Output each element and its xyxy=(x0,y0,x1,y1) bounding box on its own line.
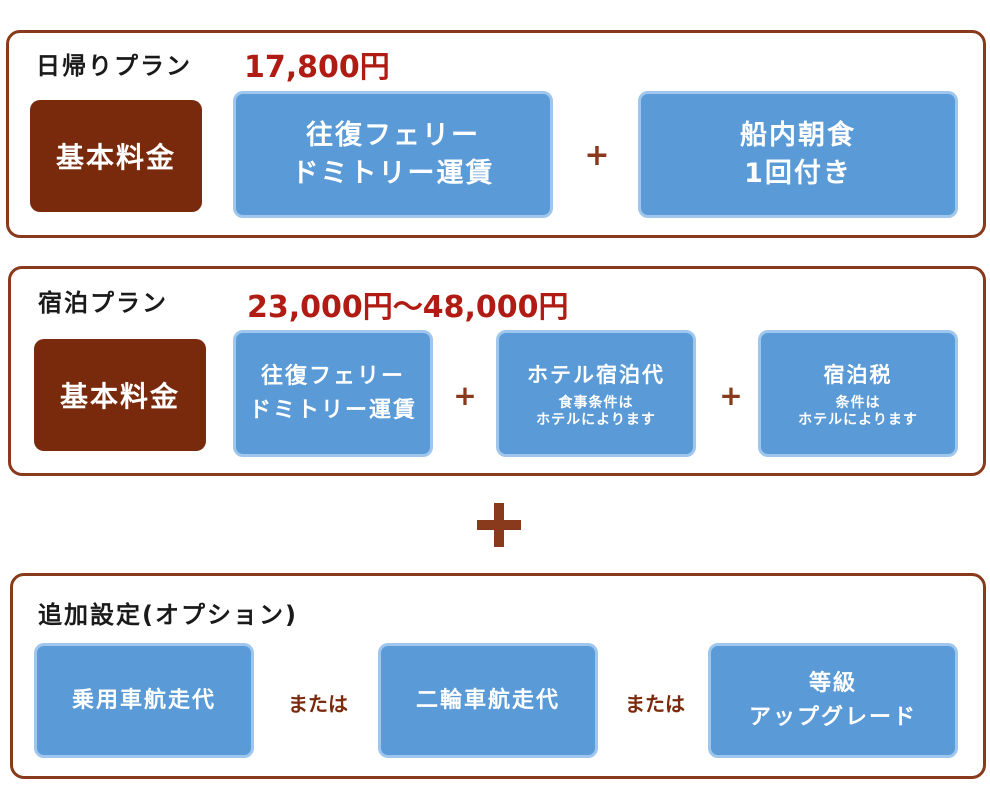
base-fee-label: 基本料金 xyxy=(59,380,180,413)
day-plan-plus: + xyxy=(584,138,610,173)
motorcycle-transport-label: 二輪車航走代 xyxy=(415,687,560,713)
tax-note-line-2: ホテルによります xyxy=(798,411,918,428)
day-plan-title: 日帰りプラン xyxy=(36,52,192,80)
stay-plan-price: 23,000円～48,000円 xyxy=(247,290,569,325)
ferry-line-1: 往復フェリー xyxy=(260,363,405,389)
lodging-tax-box: 宿泊税 条件は ホテルによります xyxy=(758,330,958,457)
hotel-note-line-1: 食事条件は xyxy=(558,394,634,411)
ferry-line-2: ドミトリー運賃 xyxy=(248,397,417,423)
day-plan-ferry-box: 往復フェリー ドミトリー運賃 xyxy=(233,91,553,218)
stay-plan-base-fee-box: 基本料金 xyxy=(34,339,206,451)
ferry-line-1: 往復フェリー xyxy=(306,119,480,151)
motorcycle-transport-box: 二輪車航走代 xyxy=(378,643,598,758)
plus-icon xyxy=(477,503,521,547)
grade-upgrade-box: 等級 アップグレード xyxy=(708,643,958,758)
or-label-2: または xyxy=(625,692,685,716)
hotel-fee-box: ホテル宿泊代 食事条件は ホテルによります xyxy=(496,330,696,457)
breakfast-line-2: 1回付き xyxy=(744,157,852,189)
tax-note-line-1: 条件は xyxy=(835,394,881,411)
or-label-1: または xyxy=(288,692,348,716)
hotel-note-line-2: ホテルによります xyxy=(536,411,656,428)
base-fee-label: 基本料金 xyxy=(55,141,176,174)
stay-plan-plus-1: + xyxy=(453,379,477,412)
stay-plan-title: 宿泊プラン xyxy=(38,289,168,317)
day-plan-breakfast-box: 船内朝食 1回付き xyxy=(638,91,958,218)
stay-plan-plus-2: + xyxy=(719,379,743,412)
day-plan-price: 17,800円 xyxy=(244,50,390,85)
car-transport-box: 乗用車航走代 xyxy=(34,643,254,758)
options-title: 追加設定(オプション) xyxy=(38,601,298,629)
stay-plan-ferry-box: 往復フェリー ドミトリー運賃 xyxy=(233,330,433,457)
ferry-line-2: ドミトリー運賃 xyxy=(291,157,495,189)
breakfast-line-1: 船内朝食 xyxy=(740,119,856,151)
day-plan-base-fee-box: 基本料金 xyxy=(30,100,202,212)
car-transport-label: 乗用車航走代 xyxy=(71,687,216,713)
upgrade-line-2: アップグレード xyxy=(748,704,917,730)
upgrade-line-1: 等級 xyxy=(808,670,857,696)
hotel-fee-title: ホテル宿泊代 xyxy=(527,362,665,387)
lodging-tax-title: 宿泊税 xyxy=(823,362,893,387)
